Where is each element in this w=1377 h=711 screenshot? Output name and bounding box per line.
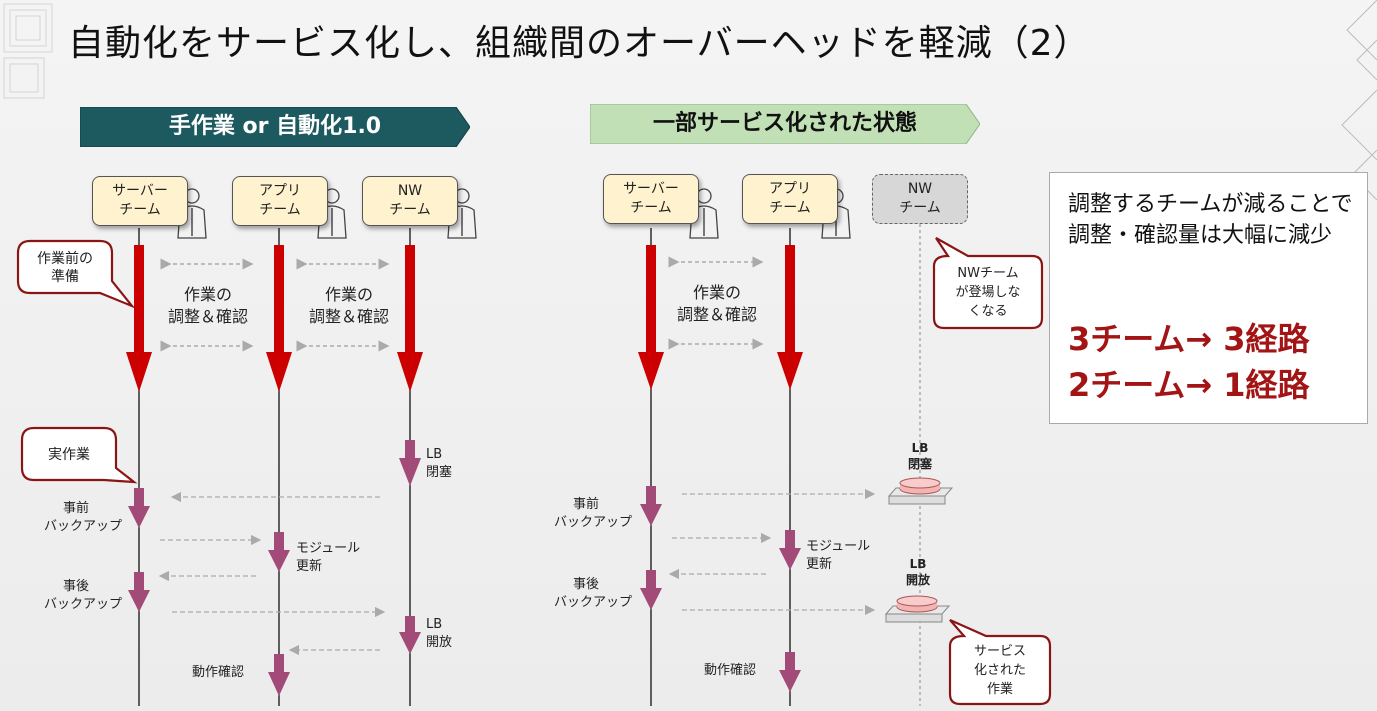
page-title: 自動化をサービス化し、組織間のオーバーヘッドを軽減（2） <box>68 23 1091 64</box>
coord-line: 作業の <box>183 285 232 304</box>
team-label: サーバー <box>623 181 679 197</box>
step-pre-backup-r: 事前 バックアップ <box>540 496 632 532</box>
team-label: チーム <box>259 202 301 218</box>
team-label: NW <box>397 183 423 199</box>
coord-line: 作業の <box>692 283 741 302</box>
team-label: チーム <box>389 202 431 218</box>
coord-line: 作業の <box>324 285 373 304</box>
callout-line: くなる <box>968 304 1008 319</box>
callout-line: 化された <box>973 663 1026 678</box>
callout-line: サービス <box>973 644 1026 659</box>
team-app: アプリ チーム <box>232 176 328 226</box>
team-label: サーバー <box>112 183 168 199</box>
step-line: バックアップ <box>553 595 632 610</box>
corner-pattern-left <box>3 3 53 99</box>
coordination-label-r: 作業の 調整＆確認 <box>662 282 772 326</box>
step-line: モジュール <box>296 541 361 556</box>
banner-manual: 手作業 or 自動化1.0 <box>80 107 470 147</box>
team-label: チーム <box>119 202 161 218</box>
info-line-2teams: 2チーム→ 1経路 <box>1068 366 1310 404</box>
prep-arrow-nw <box>397 245 423 392</box>
team-label: NW <box>907 181 933 197</box>
callout-service: サービス 化された 作業 <box>950 642 1050 699</box>
coordination-label-a: 作業の 調整＆確認 <box>158 284 258 328</box>
callout-service-shape <box>948 618 1052 706</box>
step-module-update: モジュール 更新 <box>296 540 360 576</box>
step-line: バックアップ <box>43 597 122 612</box>
prep-arrow-server <box>126 245 152 392</box>
team-label: チーム <box>769 200 811 216</box>
coord-line: 調整＆確認 <box>167 307 248 326</box>
step-line: バックアップ <box>43 519 122 534</box>
callout-nw: NWチーム が登場しな くなる <box>934 264 1042 321</box>
team-app-r: アプリ チーム <box>742 174 838 224</box>
step-line: 開放 <box>905 573 930 587</box>
team-server: サーバー チーム <box>92 176 188 226</box>
step-line: 閉塞 <box>907 457 932 471</box>
team-label: アプリ <box>769 181 811 197</box>
team-server-r: サーバー チーム <box>603 174 699 224</box>
step-line: LB <box>911 441 929 455</box>
step-module-update-r: モジュール 更新 <box>806 538 870 574</box>
callout-line: 作業前の <box>37 251 93 267</box>
callout-prep-shape <box>16 239 136 309</box>
step-line: 事後 <box>62 579 89 594</box>
callout-nw-shape <box>932 237 1044 330</box>
callout-prep: 作業前の 準備 <box>18 250 112 286</box>
callout-line: が登場しな <box>955 285 1021 300</box>
callout-line: 作業 <box>986 682 1013 697</box>
team-nw-ghost: NW チーム <box>872 174 968 224</box>
prep-arrow-server-r <box>638 245 664 390</box>
prep-arrow-app-r <box>777 245 803 390</box>
step-line: LB <box>426 617 443 632</box>
corner-pattern-right <box>1341 0 1377 201</box>
prep-arrow-app <box>266 245 292 392</box>
step-line: 閉塞 <box>426 465 453 480</box>
step-line: 更新 <box>806 557 833 572</box>
banner-manual-label: 手作業 or 自動化1.0 <box>168 114 382 139</box>
step-verify: 動作確認 <box>192 665 245 680</box>
lb-device-block <box>887 477 954 505</box>
step-lb-block-r: LB 閉塞 <box>896 440 944 472</box>
callout-line: 準備 <box>51 269 79 285</box>
step-line: LB <box>909 557 927 571</box>
info-text: 調整するチームが減ることで調整・確認量は大幅に減少 <box>1068 192 1353 248</box>
step-line: バックアップ <box>553 515 632 530</box>
step-lb-open-r: LB 開放 <box>894 556 942 588</box>
callout-work-shape <box>20 426 138 484</box>
info-box: 調整するチームが減ることで調整・確認量は大幅に減少 3チーム→ 3経路 2チーム… <box>1049 172 1368 424</box>
info-line-3teams: 3チーム→ 3経路 <box>1068 320 1310 358</box>
team-label: チーム <box>630 200 672 216</box>
step-pre-backup: 事前 バックアップ <box>30 500 122 536</box>
step-line: 開放 <box>426 635 453 650</box>
step-post-backup: 事後 バックアップ <box>30 578 122 614</box>
step-line: 事後 <box>572 577 599 592</box>
step-lb-block: LB 閉塞 <box>426 446 452 482</box>
step-line: 更新 <box>296 559 323 574</box>
step-line: 事前 <box>572 497 599 512</box>
coordination-label-b: 作業の 調整＆確認 <box>294 284 404 328</box>
callout-work: 実作業 <box>48 447 90 463</box>
team-label: アプリ <box>259 183 301 199</box>
step-line: モジュール <box>806 539 871 554</box>
step-line: 事前 <box>62 501 89 516</box>
team-label: チーム <box>899 200 941 216</box>
banner-partial-service: 一部サービス化された状態 <box>590 104 980 144</box>
coord-line: 調整＆確認 <box>308 307 389 326</box>
team-nw: NW チーム <box>362 176 458 226</box>
coord-line: 調整＆確認 <box>676 305 757 324</box>
step-verify-r: 動作確認 <box>704 663 757 678</box>
callout-line: NWチーム <box>957 266 1019 281</box>
lb-device-open <box>884 595 951 623</box>
step-post-backup-r: 事後 バックアップ <box>540 576 632 612</box>
step-line: LB <box>426 447 443 462</box>
step-lb-open: LB 開放 <box>426 616 452 652</box>
banner-partial-label: 一部サービス化された状態 <box>652 111 917 136</box>
